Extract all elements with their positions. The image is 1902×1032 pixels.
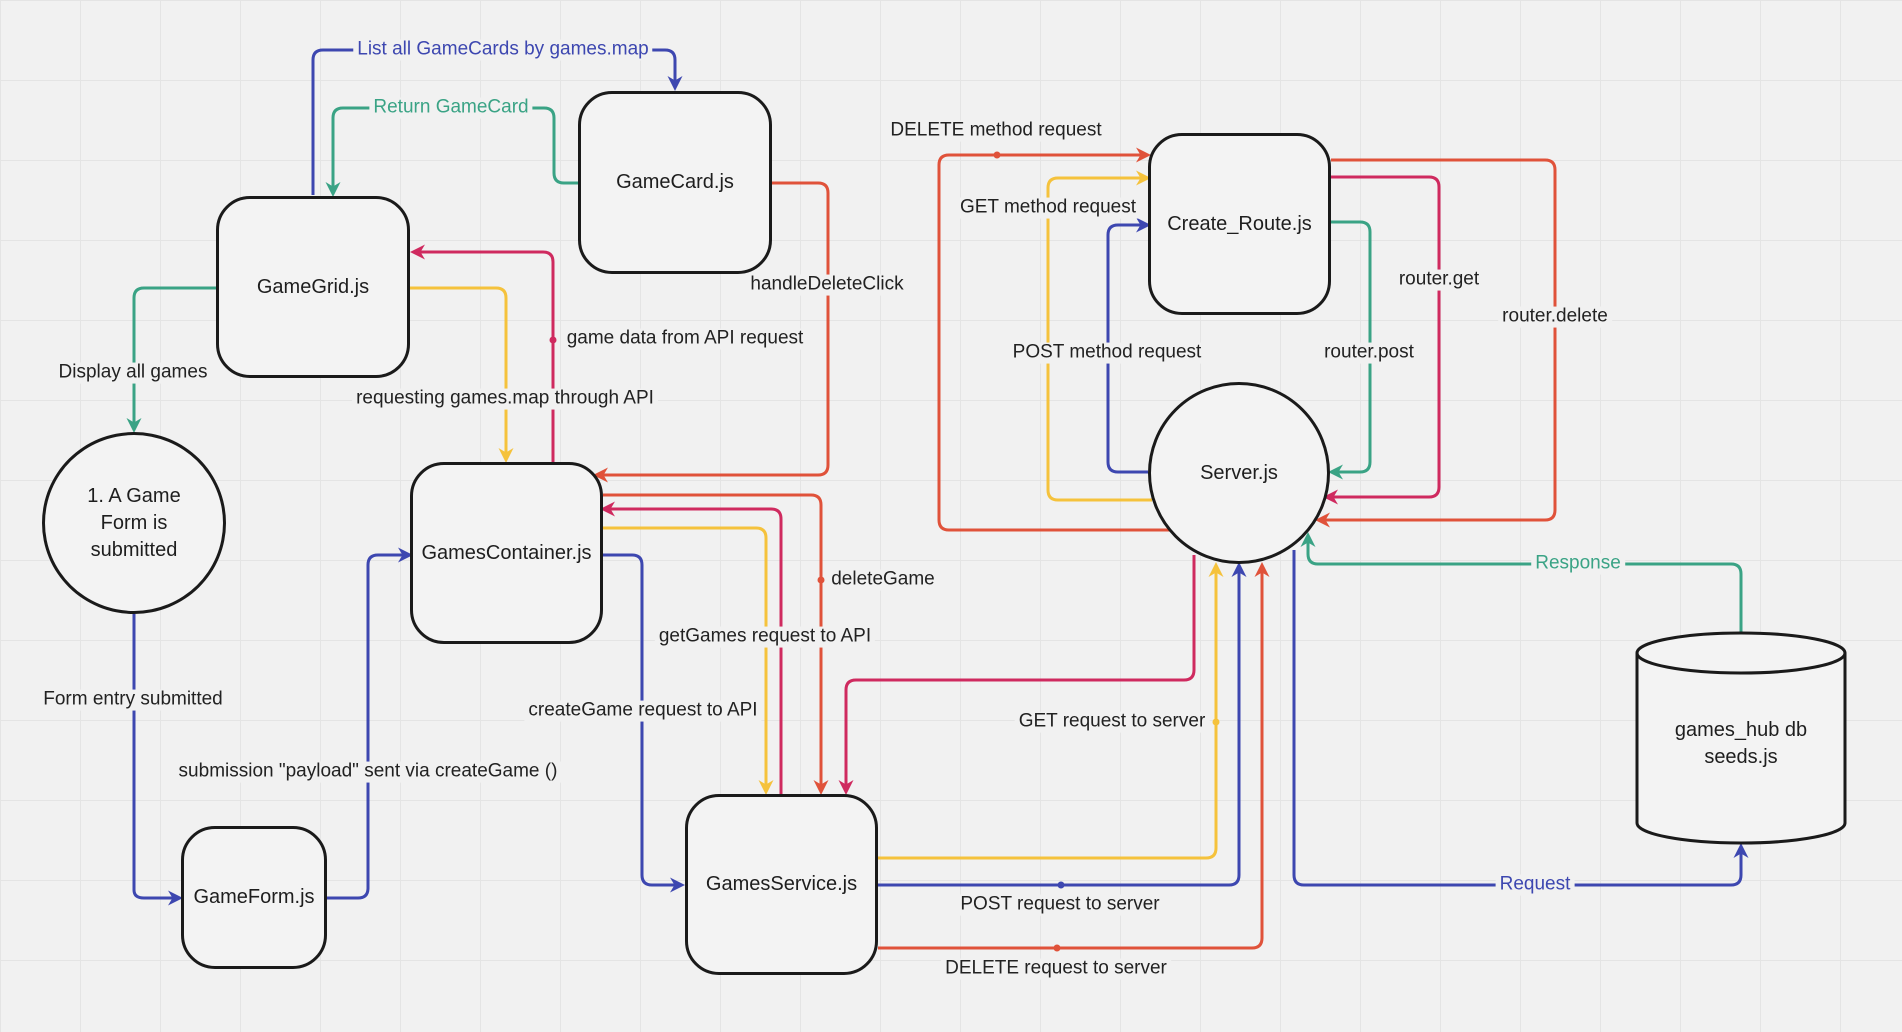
database-cylinder <box>1635 631 1847 845</box>
label-router-delete: router.delete <box>1498 306 1612 328</box>
node-database[interactable]: games_hub db seeds.js <box>1637 633 1845 843</box>
label-submission-payload: submission "payload" sent via createGame… <box>174 761 562 783</box>
node-gamescontainer[interactable]: GamesContainer.js <box>410 462 603 644</box>
edge-dot <box>1212 718 1220 726</box>
node-create-route[interactable]: Create_Route.js <box>1148 133 1331 315</box>
edge-requesting-games-map <box>410 286 514 463</box>
label-post-request-to-server: POST request to server <box>956 894 1164 916</box>
edge-delete-request-to-server <box>878 562 1270 950</box>
label-router-post: router.post <box>1320 342 1418 364</box>
edge-dot <box>1057 881 1065 889</box>
edge-form-entry-submitted <box>132 614 183 906</box>
label-requesting-games-map: requesting games.map through API <box>352 388 658 410</box>
label-get-games-request: getGames request to API <box>654 626 876 648</box>
edge-display-all-games <box>126 286 216 433</box>
node-gameform[interactable]: GameForm.js <box>181 826 327 969</box>
label-post-method-request: POST method request <box>1008 342 1206 364</box>
label-handle-delete-click: handleDeleteClick <box>746 274 908 296</box>
edge-router-delete <box>1315 158 1557 528</box>
edge-get-games-request <box>603 526 774 795</box>
label-form-entry-submitted: Form entry submitted <box>39 689 227 711</box>
edge-dot <box>549 336 557 344</box>
label-return-gamecard: Return GameCard <box>369 97 533 119</box>
label-router-get: router.get <box>1394 269 1484 291</box>
label-response: Response <box>1531 553 1625 575</box>
edge-server-to-service-magenta <box>838 555 1196 795</box>
database-label-line1: games_hub db <box>1674 719 1808 741</box>
node-gamesservice[interactable]: GamesService.js <box>685 794 878 975</box>
edge-delete-game <box>603 493 829 795</box>
label-display-all-games: Display all games <box>54 362 212 384</box>
edge-submission-payload <box>327 547 413 900</box>
label-get-method-request: GET method request <box>955 197 1141 219</box>
label-list-all-gamecards: List all GameCards by games.map <box>353 39 653 61</box>
edge-get-method-request <box>1046 170 1152 502</box>
label-get-request-to-server: GET request to server <box>1014 711 1210 733</box>
edge-dot <box>1053 944 1061 952</box>
label-delete-game: deleteGame <box>827 569 939 591</box>
label-delete-method-request: DELETE method request <box>886 120 1106 142</box>
label-game-data-from-api: game data from API request <box>562 328 808 350</box>
edge-post-request-to-server <box>878 562 1247 887</box>
label-delete-request-to-server: DELETE request to server <box>941 958 1171 980</box>
node-gamecard[interactable]: GameCard.js <box>578 91 772 274</box>
edge-game-data-from-api <box>410 244 555 462</box>
edge-return-gamecard <box>325 106 578 197</box>
database-label-line2: seeds.js <box>1704 746 1778 768</box>
edge-delete-method-request <box>937 147 1170 532</box>
edge-dot <box>817 576 825 584</box>
label-create-game-request: createGame request to API <box>524 700 762 722</box>
node-form-submitted[interactable]: 1. A Game Form is submitted <box>42 432 226 614</box>
node-server[interactable]: Server.js <box>1148 382 1330 564</box>
edge-service-to-container-magenta <box>600 501 783 794</box>
database-label: games_hub db seeds.js <box>1637 717 1845 771</box>
edge-router-get <box>1323 175 1441 505</box>
edge-response <box>1300 532 1743 633</box>
label-request: Request <box>1495 874 1575 896</box>
edge-get-request-to-server <box>878 562 1224 860</box>
edge-handle-delete-click <box>593 181 830 483</box>
node-gamegrid[interactable]: GameGrid.js <box>216 196 410 378</box>
edge-dot <box>993 151 1001 159</box>
